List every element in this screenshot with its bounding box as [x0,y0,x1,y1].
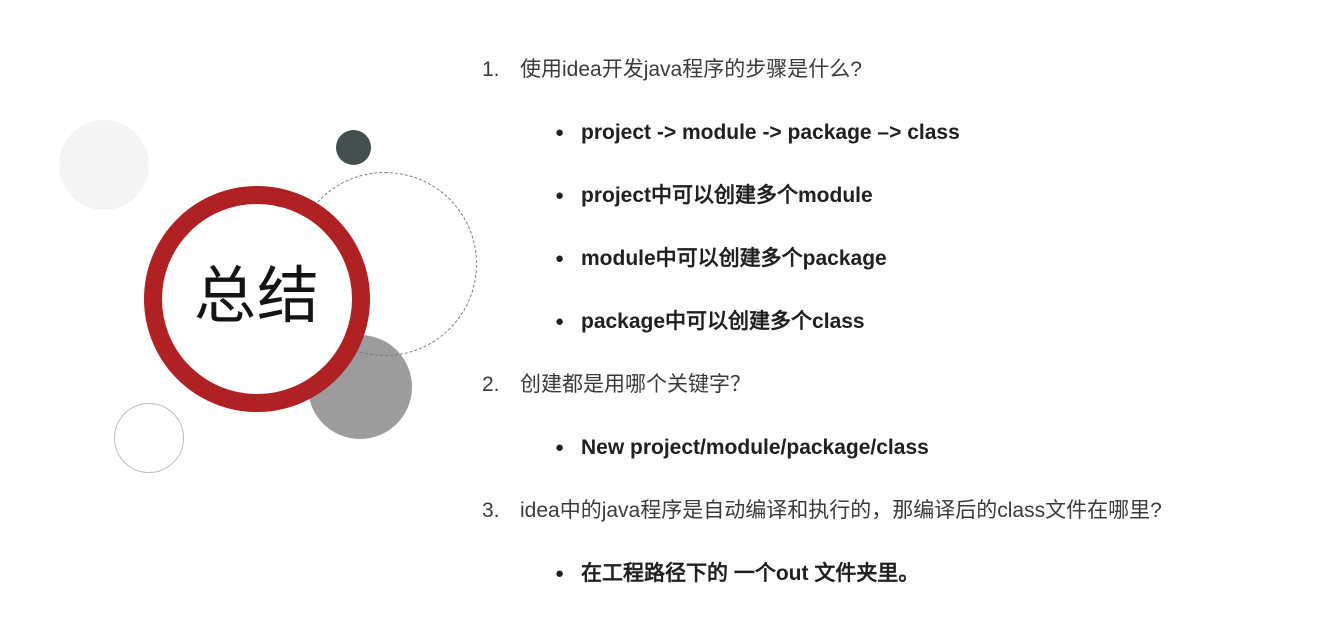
qa-list: 1. 使用idea开发java程序的步骤是什么? ● project -> mo… [470,56,1300,617]
question-number: 2. [482,373,500,396]
bullet-icon: ● [555,439,565,456]
question-number: 3. [482,499,500,522]
question-number: 1. [482,58,500,81]
bullet-icon: ● [555,187,565,204]
answer-bullet: ● project中可以创建多个module [470,182,1300,210]
answer-bullet: ● package中可以创建多个class [470,308,1300,336]
answer-bullet: ● 在工程路径下的 一个out 文件夹里。 [470,560,1300,588]
decor-light-circle [59,120,149,210]
answer-bullet: ● module中可以创建多个package [470,245,1300,273]
question-text: 创建都是用哪个关键字？ [520,373,751,396]
question-text: 使用idea开发java程序的步骤是什么? [520,58,862,81]
decor-outline-circle [114,403,184,473]
bullet-icon: ● [555,250,565,267]
bullet-icon: ● [555,565,565,582]
question-text: idea中的java程序是自动编译和执行的，那编译后的class文件在哪里? [520,499,1162,522]
answer-text: project -> module -> package –> class [581,121,960,144]
bullet-icon: ● [555,313,565,330]
question-item-1: 1. 使用idea开发java程序的步骤是什么? [470,56,1300,84]
question-item-3: 3. idea中的java程序是自动编译和执行的，那编译后的class文件在哪里… [470,497,1300,525]
answer-text: module中可以创建多个package [581,247,887,270]
decor-dark-circle [336,130,371,165]
answer-text: package中可以创建多个class [581,310,865,333]
answer-bullet: ● New project/module/package/class [470,434,1300,462]
summary-badge-ring: 总结 [144,186,370,412]
summary-badge-label: 总结 [193,262,320,331]
bullet-icon: ● [555,124,565,141]
answer-text: New project/module/package/class [581,436,929,459]
question-item-2: 2. 创建都是用哪个关键字？ [470,371,1300,399]
answer-text: project中可以创建多个module [581,184,873,207]
answer-bullet: ● project -> module -> package –> class [470,119,1300,147]
answer-text: 在工程路径下的 一个out 文件夹里。 [581,562,920,585]
